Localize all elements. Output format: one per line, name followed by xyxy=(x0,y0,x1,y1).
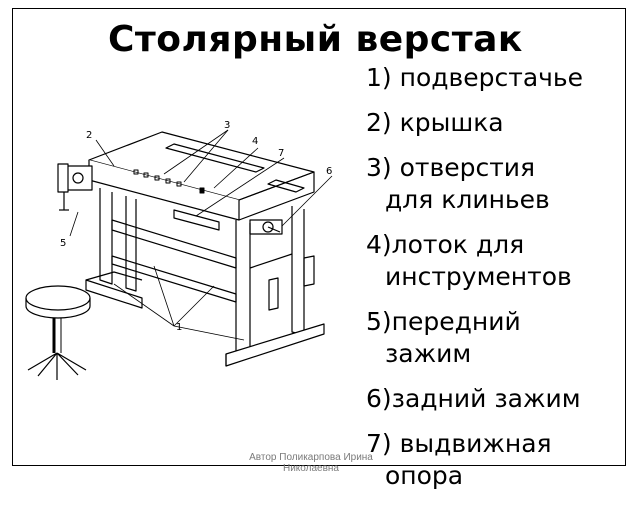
tool-tray xyxy=(173,209,220,231)
slide-title: Столярный верстак xyxy=(108,19,523,60)
list-item: 6)задний зажим xyxy=(366,384,581,413)
callout-6: 6 xyxy=(326,166,332,177)
list-item: 2) крышка xyxy=(366,108,504,137)
callout-3: 3 xyxy=(224,120,230,131)
slide-frame xyxy=(12,8,626,466)
callout-4: 4 xyxy=(252,136,258,147)
bench-base xyxy=(85,188,325,367)
author-credit: Автор Поликарпова Ирина Николаевна xyxy=(249,452,373,474)
callout-2: 2 xyxy=(86,130,92,141)
front-vise xyxy=(57,163,93,211)
list-item: 1) подверстачье xyxy=(366,63,584,92)
stool-illustration xyxy=(25,285,91,380)
callout-labels: 2 3 4 7 6 5 1 xyxy=(60,120,332,333)
callout-7: 7 xyxy=(278,148,284,159)
bench-top xyxy=(88,131,315,221)
callout-5: 5 xyxy=(60,238,66,249)
rear-vise xyxy=(249,219,283,235)
leader-lines xyxy=(69,129,333,341)
callout-1: 1 xyxy=(176,322,182,333)
wedge-holes xyxy=(133,169,205,194)
workbench-diagram: 2 3 4 7 6 5 1 xyxy=(25,120,333,380)
